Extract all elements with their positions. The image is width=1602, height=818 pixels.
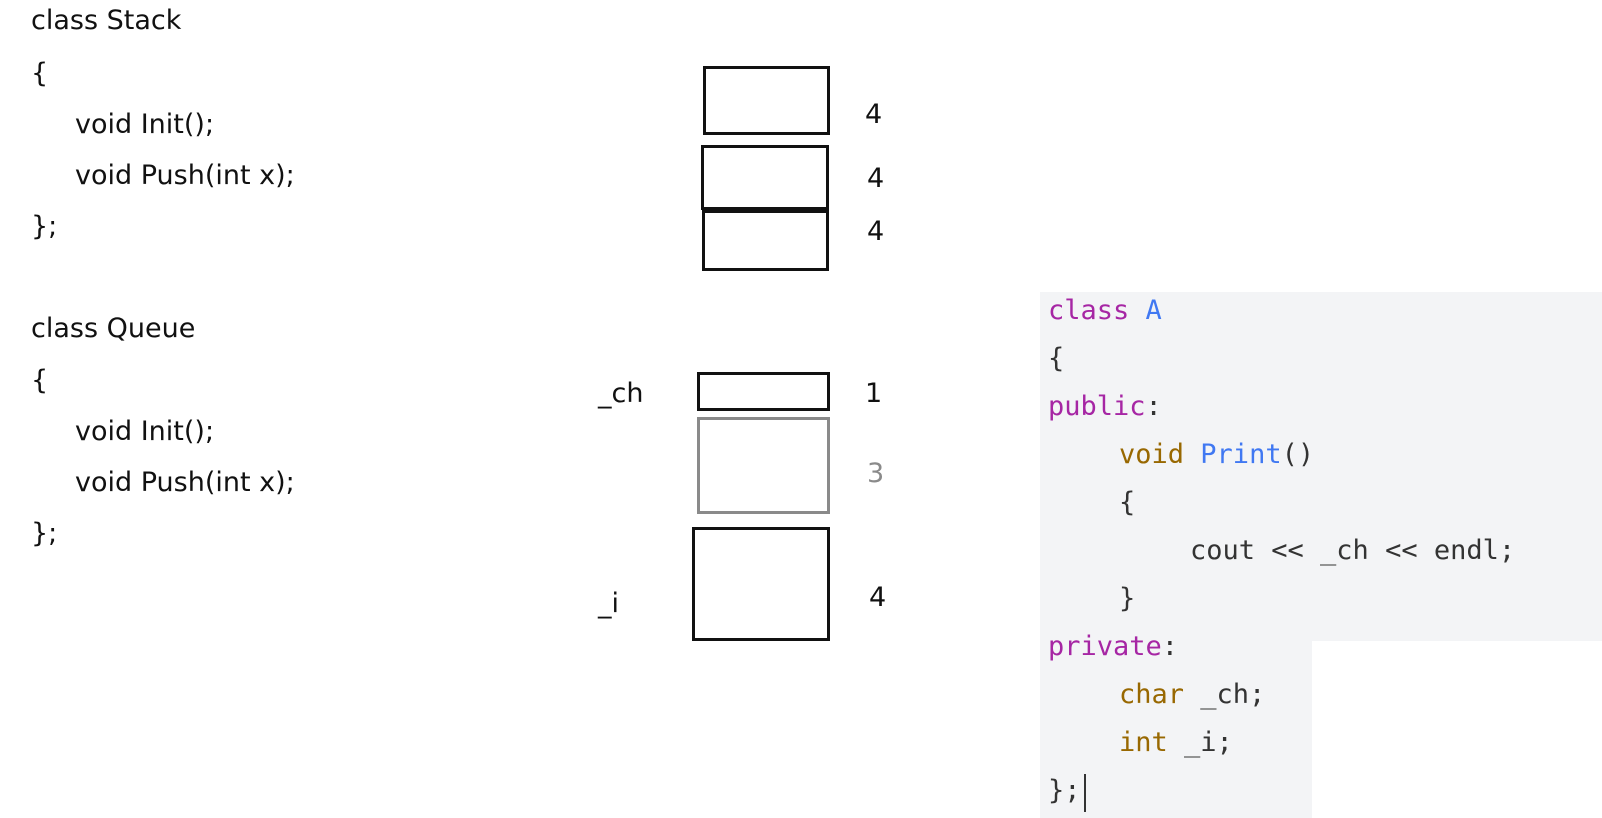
code-line-cout: cout << _ch << endl; <box>1190 535 1516 566</box>
char-keyword: char <box>1119 679 1185 710</box>
text-cursor <box>1084 774 1086 812</box>
member-box-i <box>692 527 830 641</box>
code-line-print-decl: void Print() <box>1119 441 1314 468</box>
queue-code-line-5: }; <box>31 518 58 549</box>
public-colon: : <box>1145 391 1162 422</box>
stack-memory-box-2 <box>701 145 829 210</box>
stack-size-label-1: 4 <box>865 99 883 130</box>
stack-code-line-1: class Stack <box>31 5 182 36</box>
code-block-background <box>1040 292 1602 641</box>
stack-code-line-4: void Push(int x); <box>75 160 295 191</box>
queue-code-line-4: void Push(int x); <box>75 467 295 498</box>
member-label-ch: _ch <box>598 378 644 409</box>
void-keyword: void <box>1119 439 1185 470</box>
code-line-char-member: char _ch; <box>1119 681 1265 708</box>
private-colon: : <box>1161 631 1179 662</box>
code-line-private: private: <box>1048 633 1178 660</box>
char-member-decl: _ch; <box>1184 679 1266 710</box>
stack-code-line-5: }; <box>31 211 58 242</box>
code-line-int-member: int _i; <box>1119 729 1233 756</box>
int-member-decl: _i; <box>1167 727 1233 758</box>
code-line-class-a: class A <box>1048 297 1162 324</box>
stack-size-label-3: 4 <box>867 216 885 247</box>
print-parens: () <box>1281 439 1315 470</box>
private-keyword: private <box>1048 631 1162 662</box>
size-label-i: 4 <box>869 582 887 613</box>
print-function-name: Print <box>1200 439 1282 470</box>
queue-code-line-3: void Init(); <box>75 416 215 447</box>
code-line-close: }; <box>1048 775 1081 806</box>
member-label-i: _i <box>598 588 620 619</box>
code-line-fn-open: { <box>1119 487 1136 518</box>
queue-code-line-2: { <box>31 365 49 396</box>
code-line-fn-close: } <box>1119 583 1136 614</box>
public-keyword: public <box>1048 391 1146 422</box>
member-box-ch <box>697 372 830 411</box>
size-label-padding: 3 <box>867 458 885 489</box>
stack-memory-box-3 <box>702 210 829 271</box>
class-name: A <box>1145 295 1162 326</box>
padding-box <box>697 417 830 514</box>
code-line-public: public: <box>1048 393 1162 420</box>
stack-size-label-2: 4 <box>867 163 885 194</box>
stack-code-line-3: void Init(); <box>75 109 215 140</box>
stack-code-line-2: { <box>31 58 49 89</box>
queue-code-line-1: class Queue <box>31 313 196 344</box>
code-line-open-brace: { <box>1048 343 1065 374</box>
size-label-ch: 1 <box>865 378 883 409</box>
class-keyword: class <box>1048 295 1130 326</box>
int-keyword: int <box>1119 727 1168 758</box>
stack-memory-box-1 <box>703 66 830 135</box>
